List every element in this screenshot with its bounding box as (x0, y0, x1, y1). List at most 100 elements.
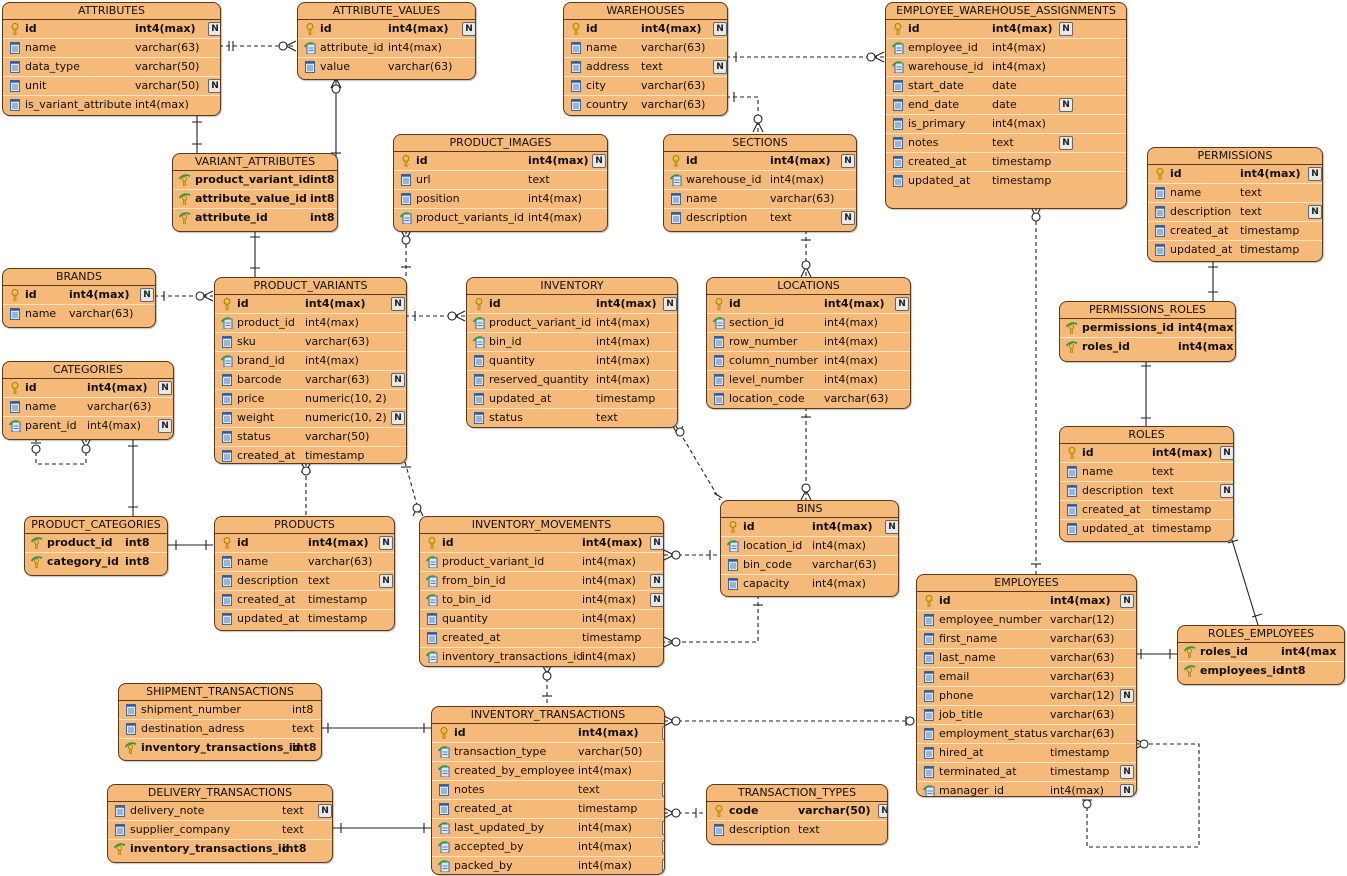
table-transaction-types[interactable]: TRANSACTION_TYPEScodevarchar(50)Ndescrip… (706, 784, 888, 845)
table-inventory-transactions[interactable]: INVENTORY_TRANSACTIONSidint4(max)Ntransa… (431, 706, 665, 875)
